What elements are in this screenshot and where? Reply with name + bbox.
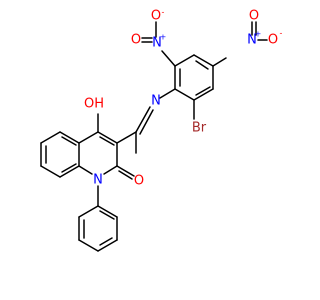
positive-charge-label: +: [160, 33, 167, 42]
bond: [61, 163, 77, 173]
bond: [78, 205, 99, 218]
bond: [193, 88, 214, 101]
bond: [195, 60, 209, 70]
bond: [135, 106, 151, 133]
nitro-oxygen-label: O: [151, 9, 161, 24]
bond: [78, 165, 93, 175]
carbonyl-oxygen-label: O: [134, 174, 144, 189]
bond: [40, 165, 61, 178]
bond: [193, 54, 214, 67]
negative-charge-label: -: [162, 8, 165, 17]
bond: [97, 131, 118, 144]
bond: [174, 54, 195, 67]
negative-charge-label: -: [280, 29, 283, 38]
nitro-nitrogen-label: N: [247, 33, 257, 48]
bond: [59, 131, 80, 144]
bond: [159, 88, 176, 99]
bond: [116, 165, 135, 177]
bond: [174, 88, 195, 101]
bond-layer: [40, 21, 268, 252]
molecule-structure: OH O N N Br N + O - O N + O O -: [40, 8, 283, 252]
bond: [40, 131, 61, 144]
bond: [139, 109, 154, 135]
bond: [97, 239, 118, 252]
bond: [99, 237, 113, 246]
bond: [59, 165, 80, 178]
imine-nitrogen-label: N: [151, 94, 161, 109]
hydroxyl-label: OH: [84, 97, 104, 112]
bromine-label: Br: [192, 121, 207, 136]
ring-nitrogen-label: N: [93, 173, 103, 188]
bond: [161, 50, 176, 67]
bond: [99, 136, 115, 146]
nitro-oxygen-label: O: [249, 9, 259, 24]
nitro-oxygen-label: O: [268, 33, 278, 48]
positive-charge-label: +: [255, 30, 262, 39]
bond: [78, 131, 99, 144]
bond: [78, 239, 99, 252]
bond: [118, 170, 133, 180]
bond: [195, 86, 211, 96]
bond: [212, 57, 227, 67]
bond: [97, 205, 118, 218]
nitro-oxygen-label: O: [131, 33, 141, 48]
bond: [99, 210, 115, 220]
nitro-nitrogen-label: N: [152, 36, 162, 51]
bond: [116, 131, 137, 144]
bond: [61, 136, 77, 146]
bond: [103, 165, 118, 175]
